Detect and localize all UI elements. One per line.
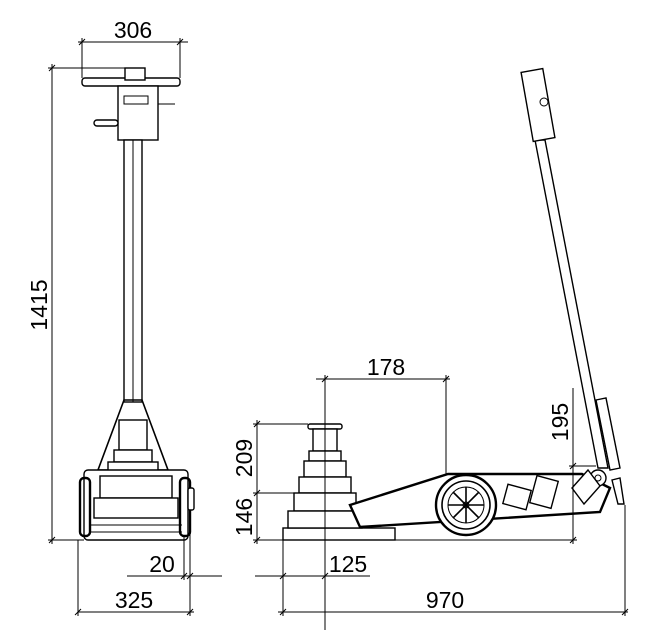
dim-min-height: 146 (231, 498, 257, 536)
dim-handle-width: 306 (114, 17, 152, 43)
dim-overall-length: 970 (426, 587, 464, 613)
dim-saddle-offset: 178 (367, 354, 405, 380)
dim-side-clearance: 20 (149, 551, 175, 577)
wheel (434, 473, 498, 537)
base-plate (282, 527, 396, 541)
dim-overall-width: 325 (115, 587, 153, 613)
dim-saddle-to-front: 125 (329, 551, 367, 577)
dimension-ticks (48, 38, 629, 616)
front-view-jack (78, 67, 195, 541)
side-knob (93, 119, 119, 127)
dim-total-height: 1415 (26, 279, 52, 330)
air-motor (501, 474, 560, 511)
dim-ram-stroke: 209 (231, 439, 257, 477)
dimension-lines (48, 38, 628, 630)
handle-top-block (124, 67, 146, 81)
handle-assembly (520, 67, 625, 506)
dim-handle-pivot-height: 195 (547, 403, 573, 441)
control-head (117, 85, 159, 141)
handle-head (520, 67, 556, 143)
